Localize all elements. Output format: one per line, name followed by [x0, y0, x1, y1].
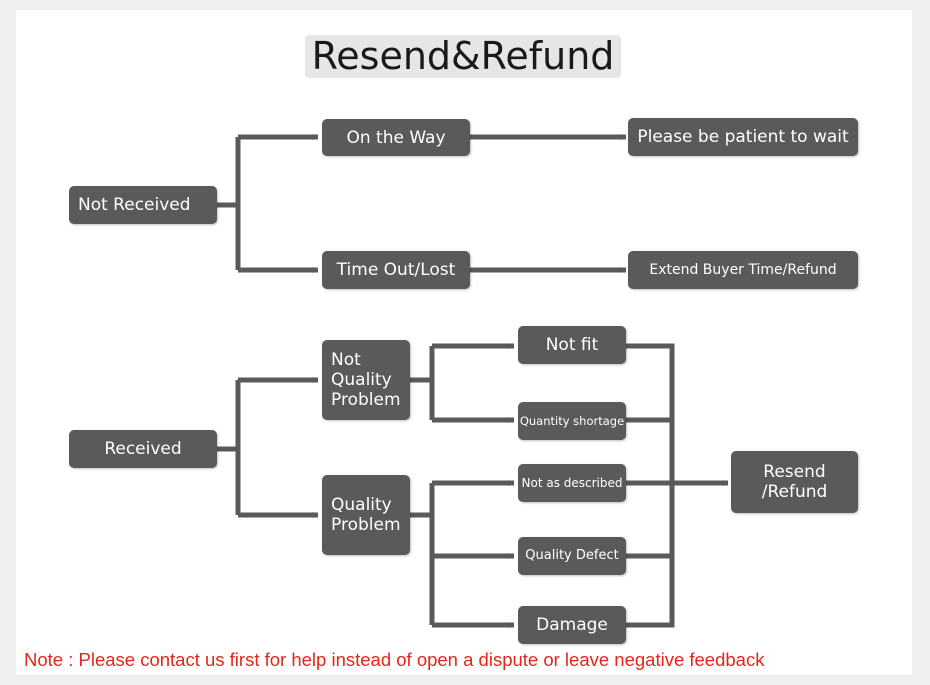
node-resend-refund-label: Resend /Refund	[761, 462, 828, 502]
connector-nqp-up	[409, 346, 435, 383]
node-not-as-described: Not as described	[518, 464, 626, 502]
node-quality-defect-label: Quality Defect	[525, 548, 619, 563]
connector-not-received-up	[216, 137, 241, 208]
node-quality-defect: Quality Defect	[518, 537, 626, 575]
node-not-received-label: Not Received	[78, 195, 191, 215]
node-resend-refund: Resend /Refund	[731, 451, 858, 513]
node-on-the-way: On the Way	[322, 119, 470, 156]
note-text: Note : Please contact us first for help …	[24, 649, 765, 670]
node-not-fit-label: Not fit	[545, 335, 599, 355]
node-quality-problem-label: Quality Problem	[331, 495, 401, 535]
node-damage-label: Damage	[536, 615, 608, 635]
node-extend-time: Extend Buyer Time/Refund	[628, 251, 858, 289]
node-please-wait-label: Please be patient to wait	[637, 127, 849, 147]
node-not-as-described-label: Not as described	[521, 476, 623, 490]
node-not-received: Not Received	[69, 186, 217, 224]
node-not-quality-problem: Not Quality Problem	[322, 340, 410, 420]
node-time-out-lost: Time Out/Lost	[322, 251, 470, 289]
node-quantity-shortage: Quantity shortage	[518, 402, 626, 440]
node-quantity-shortage-label: Quantity shortage	[519, 414, 625, 428]
node-on-the-way-label: On the Way	[346, 127, 446, 148]
node-received-label: Received	[104, 439, 182, 459]
connector-qp-trunk	[409, 483, 435, 625]
node-not-fit: Not fit	[518, 326, 626, 364]
connector-merge-stubs	[626, 417, 672, 559]
node-damage: Damage	[518, 606, 626, 644]
node-extend-time-label: Extend Buyer Time/Refund	[649, 262, 837, 278]
node-time-out-lost-label: Time Out/Lost	[336, 260, 456, 280]
node-please-wait: Please be patient to wait	[628, 118, 858, 156]
node-not-quality-problem-label: Not Quality Problem	[331, 350, 401, 410]
node-quality-problem: Quality Problem	[322, 475, 410, 555]
page-title: Resend&Refund	[305, 35, 621, 78]
connector-received-up	[216, 380, 241, 452]
node-received: Received	[69, 430, 217, 468]
